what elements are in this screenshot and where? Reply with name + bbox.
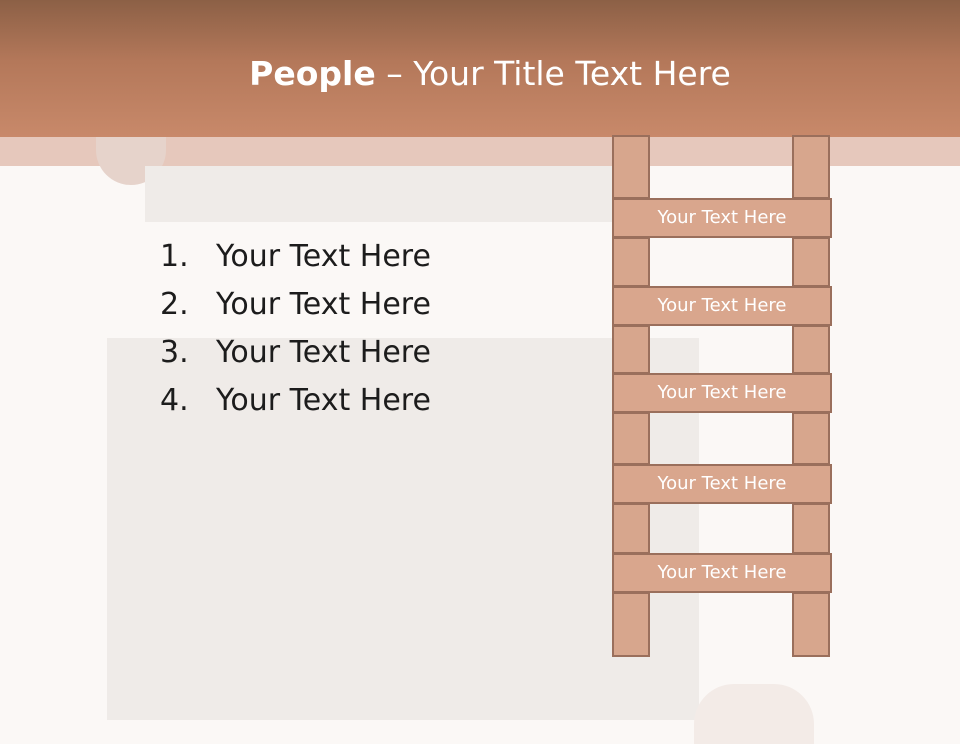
ladder-rail-left (612, 325, 650, 374)
list-item-text: Your Text Here (216, 383, 431, 418)
ladder-rail-right (792, 592, 830, 657)
ladder-rail-right (792, 503, 830, 554)
ladder-rail-right (792, 325, 830, 374)
ladder-rung: Your Text Here (612, 198, 832, 238)
numbered-list: 1. Your Text Here 2. Your Text Here 3. Your… (160, 233, 431, 425)
ladder-rail-left (612, 503, 650, 554)
title-bar (0, 0, 960, 137)
ladder-rail-right (792, 135, 830, 199)
list-item-number: 4. (160, 383, 189, 418)
list-item-number: 1. (160, 239, 189, 274)
ladder-rung: Your Text Here (612, 373, 832, 413)
title-rest-text: – Your Title Text Here (375, 54, 731, 93)
list-item: 3. Your Text Here (160, 329, 431, 377)
ladder-rail-left (612, 412, 650, 465)
list-item-number: 2. (160, 287, 189, 322)
list-item-text: Your Text Here (216, 335, 431, 370)
paper-top-shape (145, 166, 635, 222)
ladder-rung: Your Text Here (612, 553, 832, 593)
ladder-rail-right (792, 412, 830, 465)
ladder-rung: Your Text Here (612, 286, 832, 326)
ladder-rung: Your Text Here (612, 464, 832, 504)
list-item: 4. Your Text Here (160, 377, 431, 425)
ladder-rail-left (612, 135, 650, 199)
hand-shape (694, 684, 814, 744)
list-item-text: Your Text Here (216, 287, 431, 322)
list-item: 1. Your Text Here (160, 233, 431, 281)
title-bold-text: People (249, 54, 376, 93)
ladder-rail-left (612, 237, 650, 287)
list-item: 2. Your Text Here (160, 281, 431, 329)
ladder-rail-left (612, 592, 650, 657)
ladder-rail-right (792, 237, 830, 287)
slide-title: People – Your Title Text Here (0, 52, 960, 96)
paper-main-shape (107, 338, 699, 720)
list-item-number: 3. (160, 335, 189, 370)
list-item-text: Your Text Here (216, 239, 431, 274)
